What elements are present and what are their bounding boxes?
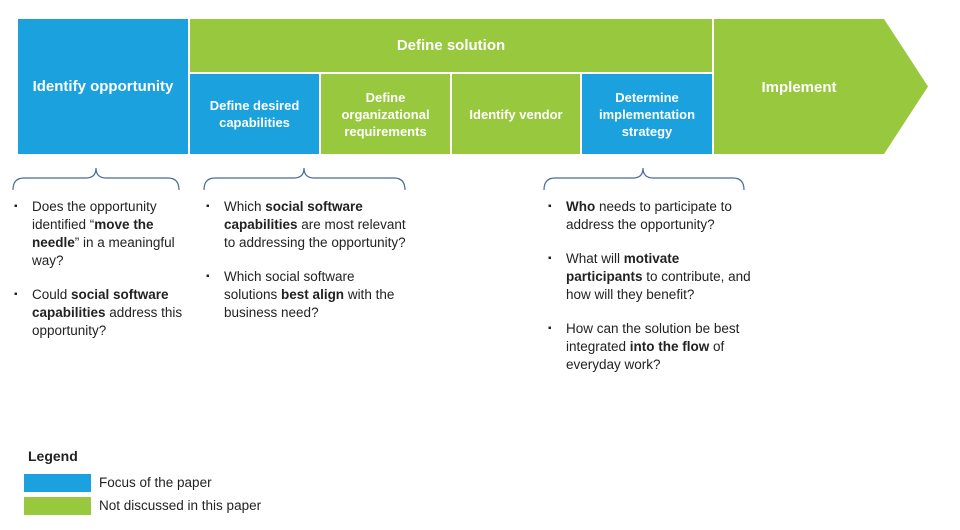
bullet-icon: ▪ [548, 253, 552, 264]
legend-label-focus: Focus of the paper [99, 475, 212, 490]
question-text: of everyday work? [566, 339, 725, 372]
substage-identify-vendor-label: Identify vendor [469, 106, 563, 122]
question-text: address this opportunity? [32, 305, 183, 338]
substage-define-desired-capabilities-label: Define desired capabilities [209, 98, 300, 130]
question-text: Does the opportunity identified “ [32, 199, 157, 232]
bullet-icon: ▪ [548, 201, 552, 212]
question-emphasis: move the needle [32, 217, 154, 250]
question-emphasis: social software capabilities [224, 199, 363, 232]
substage-determine-implementation-strategy: Determine implementation strategy [582, 74, 712, 154]
stage-implement-label: Implement [761, 79, 837, 96]
brace-column-1 [12, 167, 180, 191]
question-emphasis: into the flow [629, 339, 710, 354]
question-emphasis: Who [566, 199, 596, 214]
question-text: Which [224, 199, 266, 214]
question-text: are most relevant to addressing the oppo… [224, 217, 406, 250]
stage-define-solution-label: Define solution [396, 37, 506, 54]
bullet-icon: ▪ [14, 289, 18, 300]
bullet-icon: ▪ [206, 271, 210, 282]
substage-determine-implementation-strategy-label: Determine implementation strategy [598, 89, 696, 139]
brace-column-3 [543, 167, 745, 191]
question-item: ▪ Could social software capabilities addr… [14, 286, 189, 340]
bullet-icon: ▪ [14, 201, 18, 212]
question-emphasis: social software capabilities [32, 287, 169, 320]
question-item: ▪ What will motivate participants to cont… [548, 250, 753, 304]
question-text: Could [32, 287, 72, 302]
stage-implement-arrow [714, 19, 928, 154]
question-text: How can the solution be best integrated [566, 321, 740, 354]
substage-identify-vendor: Identify vendor [452, 74, 580, 154]
legend-swatch-focus [24, 474, 91, 492]
bullet-icon: ▪ [206, 201, 210, 212]
substage-define-organizational-requirements: Define organizational requirements [321, 74, 450, 154]
question-text: Which social software solutions [224, 269, 355, 302]
question-list-identify: ▪ Does the opportunity identified “move t… [14, 198, 189, 356]
stage-identify-opportunity-label: Identify opportunity [32, 78, 174, 95]
substage-define-organizational-requirements-label: Define organizational requirements [341, 89, 430, 139]
question-emphasis: motivate participants [566, 251, 680, 284]
question-item: ▪ How can the solution be best integrated… [548, 320, 753, 374]
question-item: ▪ Which social software capabilities are … [206, 198, 406, 252]
question-text: to contribute, and how will they benefit… [566, 269, 751, 302]
question-item: ▪ Does the opportunity identified “move t… [14, 198, 189, 270]
question-emphasis: best align [281, 287, 345, 302]
question-text: with the business need? [224, 287, 395, 320]
question-text: ” in a meaningful way? [32, 235, 175, 268]
bullet-icon: ▪ [548, 323, 552, 334]
question-item: ▪ Who needs to participate to address the… [548, 198, 753, 234]
stage-identify-opportunity: Identify opportunity [18, 19, 188, 154]
question-item: ▪ Which social software solutions best al… [206, 268, 406, 322]
substage-define-desired-capabilities: Define desired capabilities [190, 74, 319, 154]
brace-column-2 [203, 167, 406, 191]
question-list-implementation: ▪ Who needs to participate to address the… [548, 198, 753, 390]
question-text: What will [566, 251, 624, 266]
legend-swatch-not-discussed [24, 497, 91, 515]
stage-define-solution: Define solution [190, 19, 712, 72]
question-text: needs to participate to address the oppo… [566, 199, 732, 232]
question-list-capabilities: ▪ Which social software capabilities are … [206, 198, 406, 338]
legend-title: Legend [28, 448, 78, 464]
legend-label-not-discussed: Not discussed in this paper [99, 498, 262, 513]
